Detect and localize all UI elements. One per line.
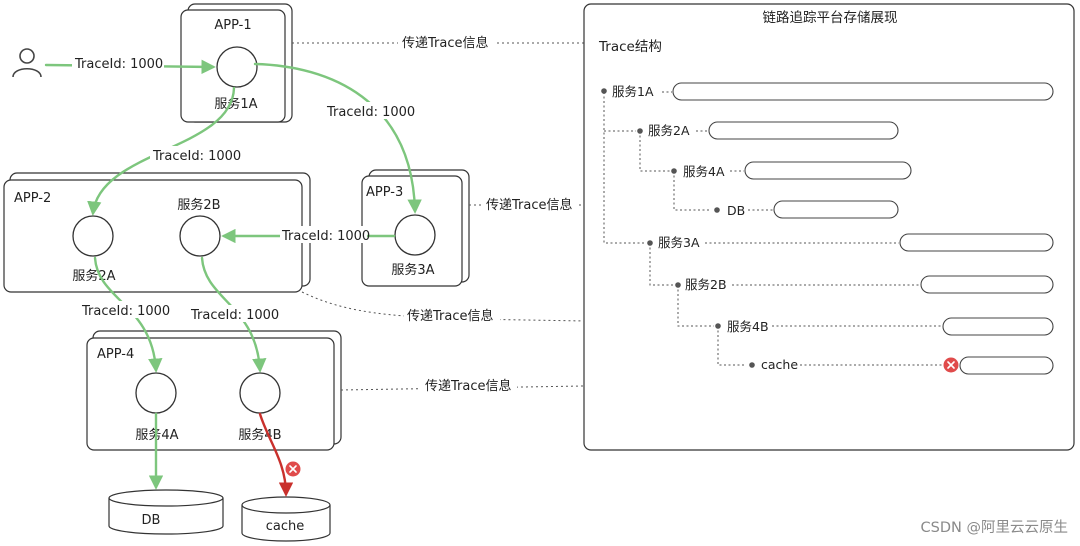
trace-row-7: 服务4B <box>715 317 1054 336</box>
propagation-label-app2: 传递Trace信息 <box>407 308 494 324</box>
service-3a-label: 服务3A <box>391 262 434 278</box>
trace-label-1a-3a: TraceId: 1000 <box>326 105 415 120</box>
span-bar <box>899 233 1054 252</box>
propagation-label-app3: 传递Trace信息 <box>486 197 573 213</box>
platform-title: 链路追踪平台存储展现 <box>763 10 898 26</box>
platform-panel <box>583 3 1075 451</box>
propagation-label-app4: 传递Trace信息 <box>425 378 512 394</box>
span-bar <box>672 82 1054 101</box>
trace-row-4: DB <box>714 200 899 219</box>
trace-row-2: 服务2A <box>637 121 899 140</box>
db-label: DB <box>142 513 161 528</box>
arrow-1a-to-3a <box>253 62 422 214</box>
error-icon <box>943 357 959 373</box>
cache-cylinder <box>241 496 331 542</box>
trace-row-label: 服务2A <box>648 123 690 138</box>
trace-label-2a-4a: TraceId: 1000 <box>81 304 170 319</box>
span-bar <box>942 317 1054 336</box>
user-icon <box>12 48 42 78</box>
trace-label-2b-4b: TraceId: 1000 <box>190 308 279 323</box>
trace-label-1a-2a: TraceId: 1000 <box>152 149 241 164</box>
span-bar <box>708 121 899 140</box>
service-2a-node <box>72 215 114 257</box>
app2-title: APP-2 <box>14 191 51 206</box>
watermark: CSDN @阿里云云原生 <box>921 519 1068 536</box>
service-2b-label: 服务2B <box>177 197 220 213</box>
span-bar <box>959 356 1054 375</box>
trace-row-6: 服务2B <box>675 275 1054 294</box>
arrow-4b-to-cache-failed <box>258 412 294 497</box>
service-2b-node <box>179 215 221 257</box>
db-cylinder <box>108 489 224 535</box>
platform-subtitle: Trace结构 <box>598 39 662 55</box>
service-2a-label: 服务2A <box>72 268 115 284</box>
app1-title: APP-1 <box>214 18 251 33</box>
service-1a-node <box>216 46 258 88</box>
trace-row-8: cache <box>749 356 1054 375</box>
propagation-label-app1: 传递Trace信息 <box>402 35 489 51</box>
app3-title: APP-3 <box>366 185 403 200</box>
service-1a-label: 服务1A <box>214 96 257 112</box>
cache-label: cache <box>266 519 305 534</box>
app4-title: APP-4 <box>97 347 134 362</box>
service-4b-label: 服务4B <box>238 427 281 443</box>
trace-row-3: 服务4A <box>671 161 912 180</box>
trace-row-1: 服务1A <box>601 82 1054 101</box>
trace-row-label: 服务2B <box>685 277 727 292</box>
trace-label-user: TraceId: 1000 <box>74 57 163 72</box>
trace-row-label: 服务3A <box>658 235 700 250</box>
trace-tree-connectors <box>603 91 944 366</box>
trace-row-label: 服务4A <box>683 164 725 179</box>
service-4a-node <box>135 372 177 414</box>
span-bar <box>920 275 1054 294</box>
error-icon <box>285 461 301 477</box>
service-3a-node <box>394 214 436 256</box>
trace-label-3a-2b: TraceId: 1000 <box>281 229 370 244</box>
trace-row-label: cache <box>761 357 798 372</box>
trace-row-label: 服务1A <box>612 84 654 99</box>
trace-row-label: 服务4B <box>727 319 769 334</box>
span-bar <box>773 200 899 219</box>
trace-row-5: 服务3A <box>647 233 1054 252</box>
trace-row-label: DB <box>727 203 745 218</box>
span-bar <box>744 161 912 180</box>
service-4b-node <box>239 372 281 414</box>
